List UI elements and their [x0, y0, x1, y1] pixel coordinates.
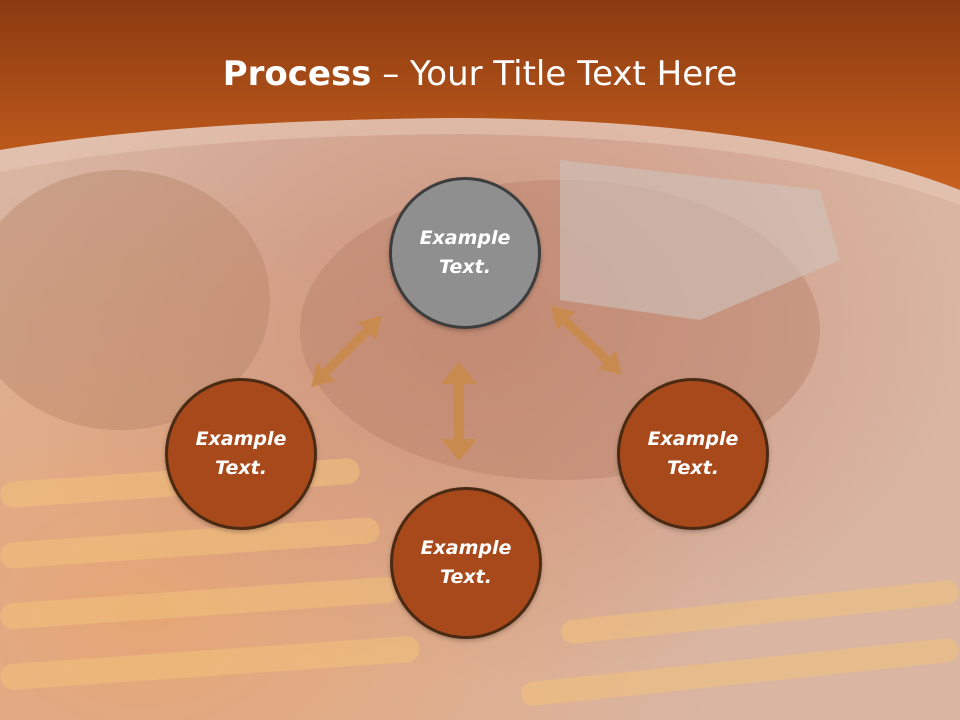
- process-node-right: Example Text.: [617, 378, 769, 530]
- node-bottom-line2: Text.: [440, 566, 492, 588]
- node-right-line1: Example: [647, 428, 739, 450]
- node-right-line2: Text.: [667, 457, 719, 479]
- double-arrow-top-right: [551, 306, 622, 375]
- node-top-line1: Example: [419, 227, 511, 249]
- node-left-line2: Text.: [215, 457, 267, 479]
- node-top-line2: Text.: [439, 256, 491, 278]
- process-node-bottom: Example Text.: [390, 487, 542, 639]
- title-rest: – Your Title Text Here: [371, 54, 738, 94]
- double-arrow-left-top: [311, 316, 382, 387]
- slide-title: Process – Your Title Text Here: [0, 52, 960, 96]
- process-node-left: Example Text.: [165, 378, 317, 530]
- double-arrow-vertical: [441, 362, 477, 461]
- node-left-line1: Example: [195, 428, 287, 450]
- node-bottom-line1: Example: [420, 537, 512, 559]
- title-bold: Process: [222, 54, 372, 94]
- process-node-top: Example Text.: [389, 177, 541, 329]
